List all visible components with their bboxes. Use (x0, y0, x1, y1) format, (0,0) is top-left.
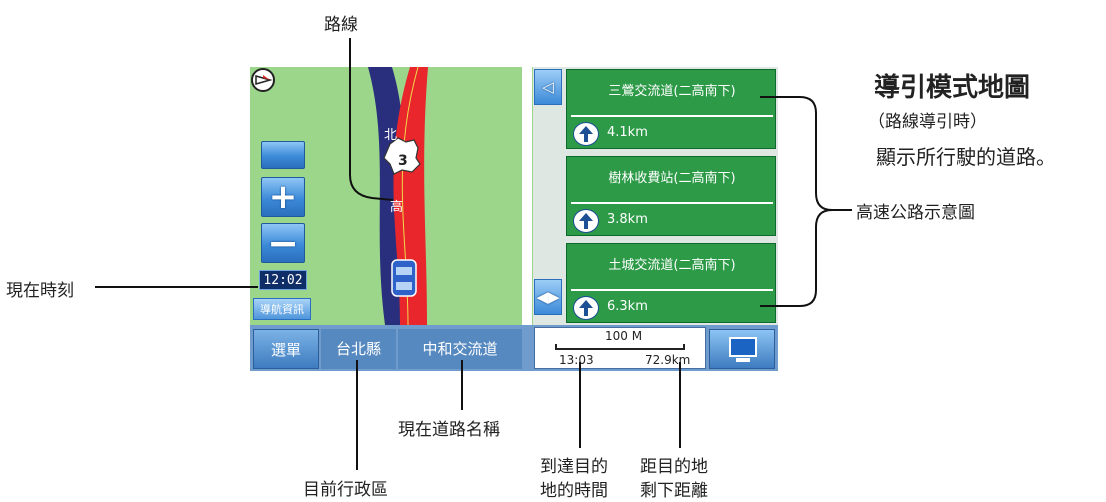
monitor-stand (736, 358, 750, 362)
highway-shield-number: 3 (398, 153, 408, 169)
scroll-toggle-button[interactable]: ◀▶ (534, 279, 562, 315)
highway-shield-icon (383, 137, 421, 175)
device-screen: 3 北 高 + − 12:02 導航資訊 ◁ ◀▶ 三鶯交流道(二高南下) (250, 67, 778, 371)
road-label-high: 高 (390, 199, 403, 215)
highway-item-distance: 3.8km (607, 212, 648, 227)
bottom-bar: 選單 台北縣 中和交流道 100 M 13:03 72.9km (250, 325, 778, 371)
zoom-out-button[interactable]: − (261, 223, 305, 263)
map-canvas: 3 北 高 (368, 67, 532, 325)
highway-item-name: 土城交流道(二高南下) (608, 258, 736, 273)
plus-icon: + (268, 177, 298, 217)
highway-item: 樹林收費站(二高南下) 3.8km (566, 156, 776, 236)
nav-info-button[interactable]: 導航資訊 (253, 298, 311, 320)
highway-panel: ◁ ◀▶ 三鶯交流道(二高南下) 4.1km 樹林收費站(二高南下) 3.8km… (533, 67, 778, 325)
page-title: 導引模式地圖 (874, 73, 1031, 103)
vehicle-icon (391, 259, 417, 297)
map-view[interactable]: 3 北 高 + − 12:02 導航資訊 (250, 67, 568, 325)
current-region: 台北縣 (321, 329, 396, 369)
label-current-region: 目前行政區 (303, 480, 388, 500)
up-arrow-icon (573, 122, 599, 146)
view-toggle-button[interactable] (261, 141, 305, 169)
speaker-icon: ◁ (542, 78, 554, 96)
highway-item: 土城交流道(二高南下) 6.3km (566, 243, 776, 323)
label-route: 路線 (324, 15, 358, 35)
highway-item-distance: 6.3km (607, 299, 648, 314)
divider (571, 202, 773, 204)
zoom-in-button[interactable]: + (261, 177, 305, 217)
map-scale-label: 100 M (605, 329, 643, 343)
page-subtitle: （路線導引時） (868, 112, 987, 132)
current-time-display: 12:02 (259, 270, 307, 290)
divider (571, 289, 773, 291)
scroll-up-button[interactable]: ◁ (534, 69, 562, 105)
white-road (522, 67, 532, 325)
up-arrow-icon (573, 296, 599, 320)
left-right-arrow-icon: ◀▶ (536, 288, 560, 306)
highway-item-name: 樹林收費站(二高南下) (608, 171, 736, 186)
up-arrow-icon (573, 209, 599, 233)
label-arrival-line1: 到達目的 (540, 457, 608, 477)
label-highway-diagram: 高速公路示意圖 (856, 203, 975, 223)
label-arrival-line2: 地的時間 (540, 481, 608, 501)
minus-icon: − (267, 221, 299, 265)
map-scale-bar (555, 344, 685, 350)
monitor-icon (729, 337, 757, 357)
label-current-road: 現在道路名稱 (398, 420, 500, 440)
label-remaining-line1: 距目的地 (640, 457, 708, 477)
divider (571, 115, 773, 117)
display-mode-button[interactable] (709, 329, 775, 369)
compass-icon[interactable] (250, 67, 276, 93)
label-remaining-line2: 剩下距離 (640, 481, 708, 501)
highway-item: 三鶯交流道(二高南下) 4.1km (566, 69, 776, 149)
current-road-name: 中和交流道 (398, 329, 522, 369)
page-description: 顯示所行駛的道路。 (876, 145, 1056, 169)
arrival-time: 13:03 (559, 353, 594, 367)
road-label-north: 北 (384, 128, 397, 143)
menu-button[interactable]: 選單 (253, 329, 319, 369)
label-current-time: 現在時刻 (6, 281, 74, 301)
highway-item-name: 三鶯交流道(二高南下) (608, 84, 736, 99)
highway-item-distance: 4.1km (607, 125, 648, 140)
